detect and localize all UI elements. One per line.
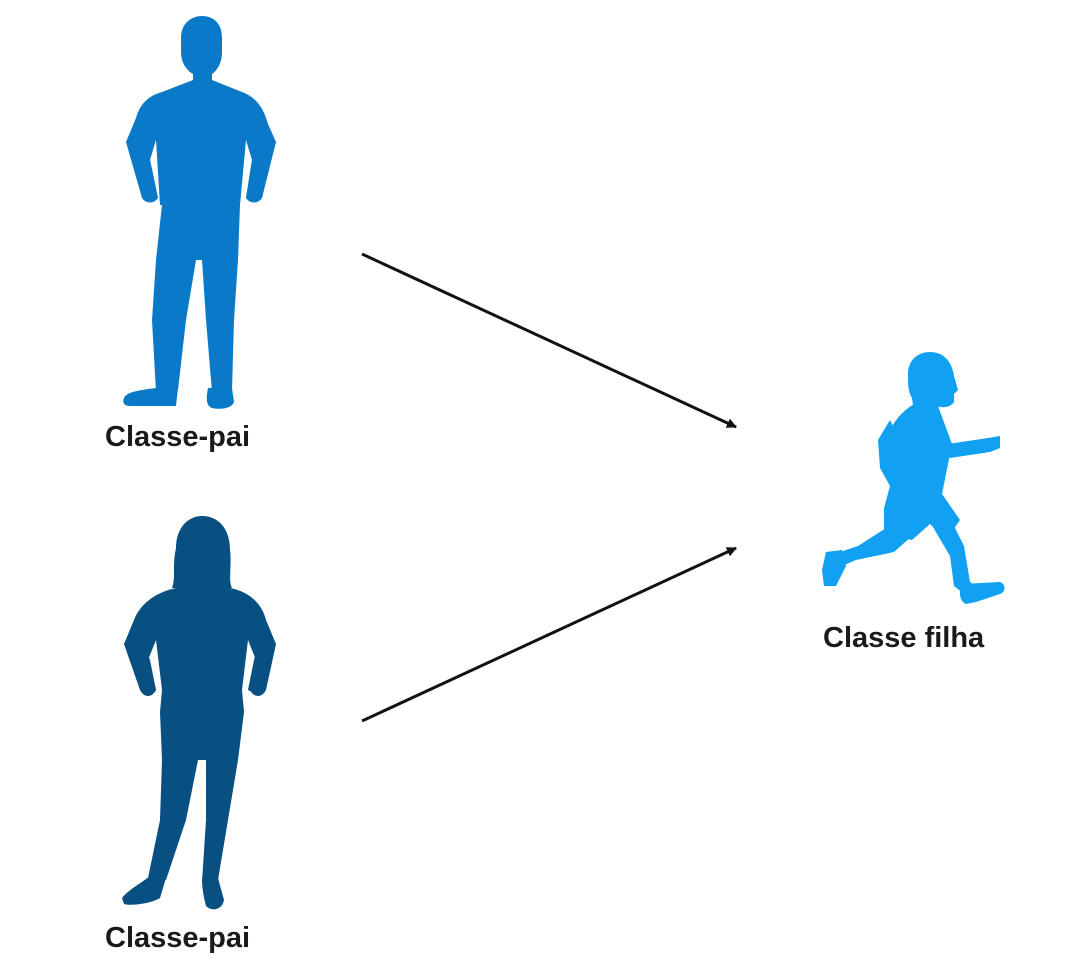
man-silhouette-icon xyxy=(123,16,276,409)
parent-class-label: Classe-pai xyxy=(105,421,251,453)
running-boy-silhouette-icon xyxy=(822,352,1005,604)
child-class-label: Classe filha xyxy=(823,622,985,654)
inheritance-arrow-mother xyxy=(361,546,737,723)
parent-class-label: Classe-pai xyxy=(105,922,251,954)
woman-silhouette-icon xyxy=(122,516,276,910)
inheritance-arrow-father xyxy=(361,252,737,429)
